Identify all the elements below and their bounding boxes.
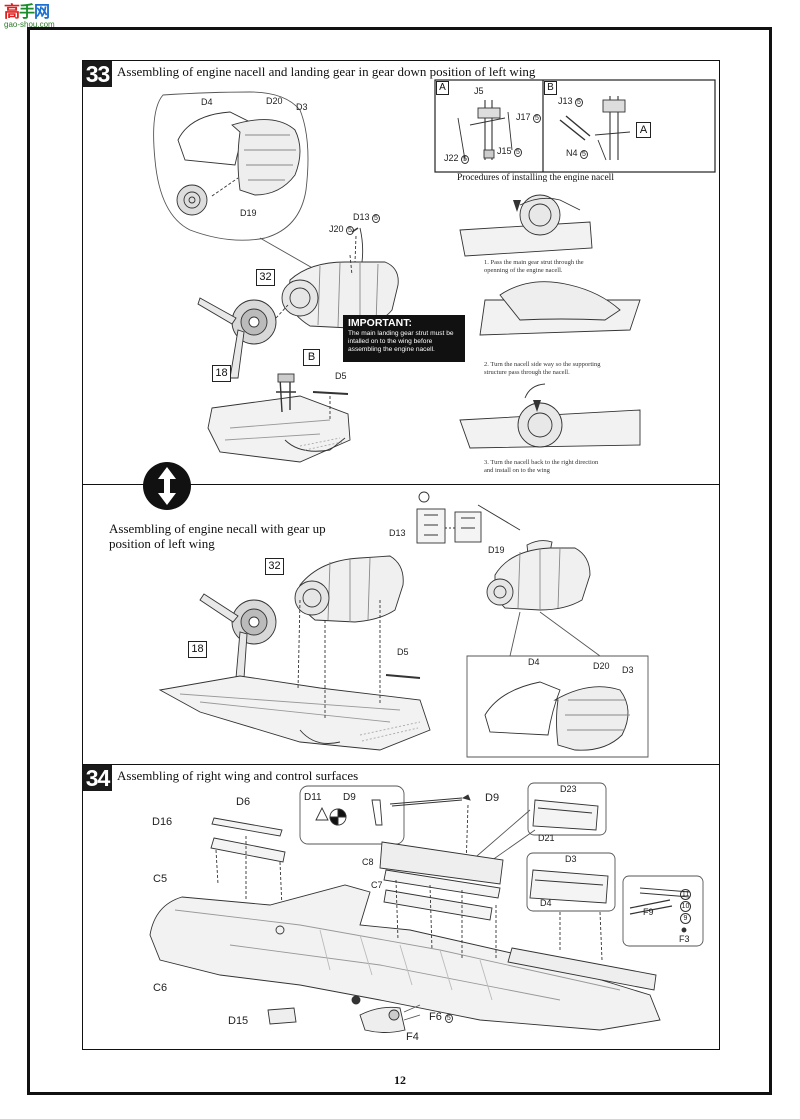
part-label-d9: D9: [485, 792, 500, 804]
part-label-f3: F3: [679, 934, 690, 944]
part-label-d3-alt: D3: [622, 665, 634, 675]
part-label-d13-alt: D13: [389, 528, 406, 538]
procedures-title: Procedures of installing the engine nace…: [457, 173, 614, 183]
part-label-j22: J22 5: [444, 153, 469, 164]
part-label-c8: C8: [362, 857, 374, 867]
part-label-d9-inset: D9: [343, 792, 356, 803]
part-label-c6: C6: [153, 982, 168, 994]
step-34-title: Assembling of right wing and control sur…: [117, 768, 359, 783]
page-number: 12: [394, 1073, 406, 1087]
part-label-d3: D3: [296, 102, 308, 112]
part-label-d4-s34: D4: [540, 898, 552, 908]
part-label-c7: C7: [371, 880, 383, 890]
site-logo: 高手网 gao-shou.com: [4, 4, 70, 34]
quantity-10: 10: [680, 901, 691, 912]
step-33-number: 33: [83, 61, 112, 87]
part-label-d19: D19: [240, 208, 257, 218]
part-label-f4: F4: [406, 1031, 419, 1043]
part-label-f9: F9: [643, 907, 654, 917]
subassembly-tag-b: B: [544, 81, 557, 95]
part-label-j15: J15 5: [497, 146, 522, 157]
part-label-d13: D13 5: [353, 212, 380, 223]
procedure-step-3: 3. Turn the nacell back to the right dir…: [484, 459, 599, 474]
quantity-11: 11: [680, 889, 691, 900]
part-label-d23: D23: [560, 784, 577, 794]
part-label-c5: C5: [153, 873, 168, 885]
step-34-number: 34: [83, 765, 112, 791]
gear-up-title: Assembling of engine necall with gear up…: [109, 521, 326, 551]
important-title: IMPORTANT:: [348, 317, 412, 329]
part-label-d11: D11: [304, 792, 322, 803]
step-33-title: Assembling of engine nacell and landing …: [117, 64, 536, 79]
part-label-d5: D5: [335, 371, 347, 381]
logo-url: gao-shou.com: [4, 20, 55, 29]
procedure-step-2: 2. Turn the nacell side way so the suppo…: [484, 361, 601, 376]
subassembly-tag-a: A: [436, 81, 449, 95]
important-body: The main landing gear strut must be inta…: [348, 330, 454, 353]
part-label-d5-alt: D5: [397, 647, 409, 657]
assembly-ref-18: 18: [212, 365, 231, 382]
quantity-9: 9: [680, 913, 691, 924]
logo-characters: 高手网: [4, 2, 50, 21]
part-label-d20: D20: [266, 96, 283, 106]
part-label-j17: J17 5: [516, 112, 541, 123]
part-label-j13: J13 5: [558, 96, 583, 107]
page-border: [27, 27, 772, 1095]
part-label-d19-alt: D19: [488, 545, 505, 555]
part-label-j5: J5: [474, 86, 484, 96]
assembly-ref-32: 32: [256, 269, 275, 286]
part-label-d4: D4: [201, 97, 213, 107]
part-label-d6: D6: [236, 796, 251, 808]
part-label-f6: F6 5: [429, 1011, 453, 1023]
step-34-panel: [82, 764, 720, 1050]
part-label-d15: D15: [228, 1015, 249, 1027]
part-label-j20: J20 5: [329, 224, 354, 235]
part-label-d20-alt: D20: [593, 661, 610, 671]
subassembly-ref-a: A: [636, 122, 651, 138]
part-label-n4: N4 5: [566, 148, 588, 159]
part-label-d4-alt: D4: [528, 657, 540, 667]
assembly-ref-32-alt: 32: [265, 558, 284, 575]
part-label-d16: D16: [152, 816, 173, 828]
important-note: IMPORTANT: The main landing gear strut m…: [343, 315, 465, 362]
assembly-ref-18-alt: 18: [188, 641, 207, 658]
part-label-d21: D21: [538, 833, 555, 843]
gear-ref-b: B: [303, 349, 320, 366]
part-label-d3-s34: D3: [565, 854, 577, 864]
